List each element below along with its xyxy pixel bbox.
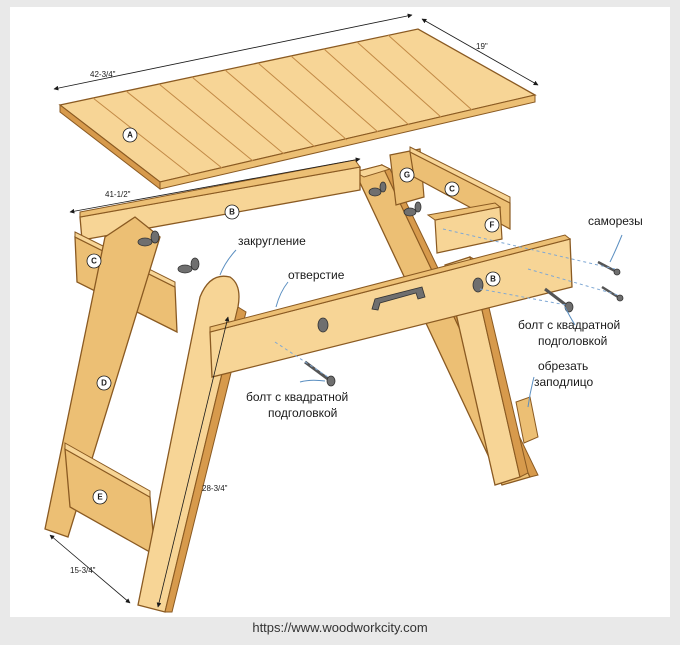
dim-apron-length: 41-1/2"	[105, 190, 131, 199]
left-foot-brace-e	[64, 442, 156, 557]
part-label-b-front: B	[485, 271, 501, 287]
part-label-d: D	[96, 375, 112, 391]
dimension-lines	[49, 13, 539, 608]
bolt-head-icon	[317, 317, 329, 333]
wing-nut-icon	[368, 181, 387, 197]
callout-leaders	[219, 234, 623, 408]
handle-icon	[371, 286, 426, 311]
part-label-c-left: C	[86, 253, 102, 269]
dim-top-width: 19"	[476, 42, 488, 51]
front-rail-b	[209, 234, 573, 378]
callout-screws: саморезы	[588, 214, 643, 228]
svg-text:D: D	[101, 379, 107, 388]
svg-text:B: B	[490, 275, 496, 284]
callout-carriage-bolt-right-line1: болт с квадратной	[518, 318, 620, 332]
svg-text:G: G	[404, 171, 410, 180]
leg-stop-block	[515, 396, 539, 444]
carriage-bolt-icon	[544, 287, 574, 313]
part-label-a: A	[122, 127, 138, 143]
svg-text:B: B	[229, 208, 235, 217]
part-f-block	[426, 202, 503, 254]
dim-foot-width: 15-3/4"	[70, 566, 96, 575]
part-label-b-back: B	[224, 204, 240, 220]
source-url[interactable]: https://www.woodworkcity.com	[252, 620, 428, 635]
svg-text:C: C	[91, 257, 97, 266]
wing-nut-icon	[403, 201, 422, 217]
wing-nut-icon	[137, 230, 160, 247]
callout-trim-line1: обрезать	[538, 359, 588, 373]
assembly-lines	[274, 228, 619, 378]
bolt-head-icon	[472, 277, 484, 293]
callout-trim-line2: заподлицо	[534, 375, 594, 389]
carriage-bolt-icon	[304, 360, 336, 387]
callout-hole: отверстие	[288, 268, 345, 282]
part-label-e: E	[92, 489, 108, 505]
callout-carriage-bolt-left-line2: подголовкой	[268, 406, 337, 420]
svg-text:C: C	[449, 185, 455, 194]
part-label-g: G	[399, 167, 415, 183]
svg-text:E: E	[97, 493, 103, 502]
bench-table-diagram: A B C G C F B D E 42-3/4" 19" 41-1/2" 28…	[44, 13, 643, 613]
diagram-frame: A B C G C F B D E 42-3/4" 19" 41-1/2" 28…	[10, 7, 670, 617]
svg-text:A: A	[127, 131, 133, 140]
table-top-a	[58, 28, 537, 191]
svg-text:F: F	[490, 221, 495, 230]
screw-icon	[597, 260, 621, 276]
screw-icon	[601, 285, 624, 302]
dim-leg-height: 28-3/4"	[202, 484, 228, 493]
dim-top-length: 42-3/4"	[90, 70, 116, 79]
callout-carriage-bolt-right-line2: подголовкой	[538, 334, 607, 348]
callout-carriage-bolt-left-line1: болт с квадратной	[246, 390, 348, 404]
callout-rounding: закругление	[238, 234, 306, 248]
wing-nut-icon	[177, 257, 200, 274]
part-label-c-right: C	[444, 181, 460, 197]
part-label-f: F	[484, 217, 500, 233]
hardware	[137, 181, 624, 387]
